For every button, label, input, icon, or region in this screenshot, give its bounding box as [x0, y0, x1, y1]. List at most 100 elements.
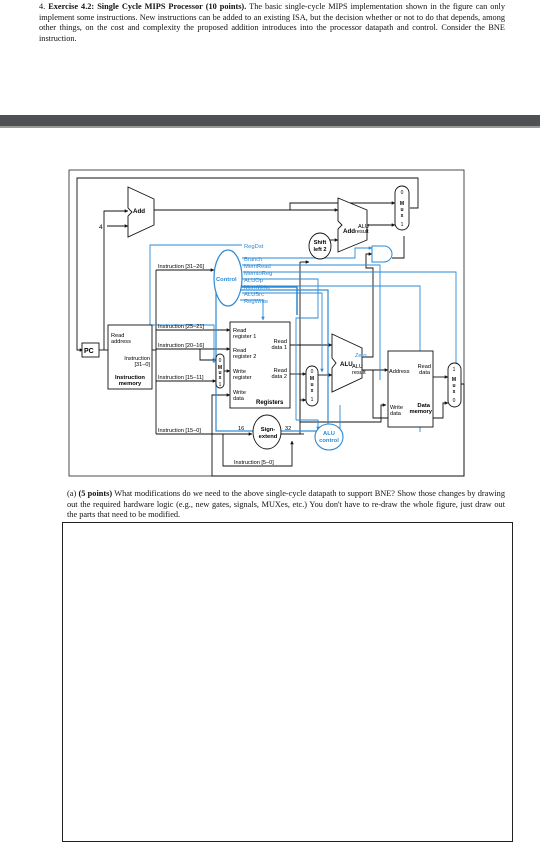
field-20-16: Instruction [20–16] [158, 343, 204, 349]
mux-top-x: x [401, 213, 404, 219]
part-a-text: What modifications do we need to the abo… [67, 489, 505, 520]
mux-letters: M u x 0 1 M u x 0 1 M u x 0 1 M u x 1 0 [218, 190, 456, 404]
reg-wdata-b: data [233, 396, 245, 402]
im-bits-label: [31–0] [134, 362, 150, 368]
dm-write-1: Write [390, 405, 403, 411]
dm-read-1: Read [418, 364, 431, 370]
dm-read-2: data [419, 370, 431, 376]
shift-left-2 [308, 232, 332, 260]
im-address-label: address [111, 339, 131, 345]
im-title-1: Instruction [115, 375, 145, 381]
signal-alusrc: ALUSrc [244, 292, 264, 298]
problem-title: Exercise 4.2: Single Cycle MIPS Processo… [48, 2, 247, 11]
problem-body: The basic single-cycle MIPS implementati… [39, 2, 506, 43]
problem-number: 4. [39, 2, 46, 11]
mux-top-1: 1 [401, 222, 404, 228]
answer-box[interactable] [62, 522, 513, 842]
sign-label-2: extend [259, 434, 278, 440]
field-31-26: Instruction [31–26] [158, 264, 204, 270]
reg-write-a: Write [233, 369, 246, 375]
sign-extend [252, 414, 282, 450]
reg-rdata2-a: Read [274, 368, 287, 374]
memtoreg-mux [447, 362, 462, 408]
dm-address: Address [389, 369, 410, 375]
mux-as-m: M [310, 376, 314, 382]
mux-rd-u: u [218, 370, 221, 376]
alu-label: ALU [340, 361, 353, 368]
reg-rdata1-a: Read [274, 339, 287, 345]
mux-mr-u: u [452, 383, 455, 389]
branch-alu-label: ALU [358, 224, 369, 230]
alu-control-2: control [319, 438, 339, 444]
sign-label-1: Sign- [261, 427, 276, 433]
pc-adder-label: Add [133, 208, 145, 215]
reg-read1-a: Read [233, 328, 246, 334]
field-15-11: Instruction [15–11] [158, 375, 204, 381]
control-unit [213, 249, 243, 307]
alu-result-2: result [352, 370, 366, 376]
im-title-2: memory [119, 381, 142, 387]
reg-rdata2-b: data 2 [271, 374, 287, 380]
shift-label-1: Shift [314, 240, 327, 246]
mux-as-1: 1 [311, 397, 314, 403]
regdst-mux [215, 353, 225, 389]
reg-write-b: register [233, 375, 252, 381]
const-four: 4 [99, 224, 103, 231]
signal-memread: MemRead [244, 264, 271, 270]
reg-read2-b: register 2 [233, 354, 256, 360]
control-signal-labels: RegDst Branch MemRead MemtoReg ALUOp Mem… [244, 244, 272, 305]
alu-control-1: ALU [323, 431, 335, 437]
mux-mr-m: M [452, 377, 456, 383]
branch-adder-label: Add [343, 228, 355, 235]
svg-text:Sign-extend: Sign-extend [259, 427, 278, 440]
instruction-memory [107, 324, 153, 390]
mux-top-u: u [400, 207, 403, 213]
part-a-question: (a) (5 points) What modifications do we … [67, 489, 505, 521]
alu-zero: Zero [355, 353, 367, 359]
pc-source-mux [394, 185, 410, 231]
reg-read1-b: register 1 [233, 334, 256, 340]
reg-read2-a: Read [233, 348, 246, 354]
branch-result-label: result [355, 229, 369, 235]
alu-control [314, 423, 344, 451]
problem-statement: 4. Exercise 4.2: Single Cycle MIPS Proce… [39, 2, 505, 44]
dm-write-2: data [390, 411, 402, 417]
branch-adder [337, 197, 368, 253]
signal-regwrite: RegWrite [244, 299, 268, 305]
pc-register [81, 342, 100, 358]
alu-result-1: ALU [352, 364, 363, 370]
data-memory [387, 350, 434, 428]
mux-rd-m: M [218, 365, 222, 371]
mux-as-x: x [311, 388, 314, 394]
separator-band [0, 115, 540, 126]
signal-aluop: ALUOp [244, 278, 263, 284]
reg-wdata-a: Write [233, 390, 246, 396]
mux-mr-0: 0 [453, 398, 456, 404]
part-a-label: (a) [67, 489, 77, 498]
mux-mr-x: x [453, 389, 456, 395]
signal-memtoreg: MemtoReg [244, 271, 272, 277]
im-read-label: Read [111, 333, 124, 339]
mux-top-m: M [400, 201, 404, 207]
main-alu [331, 333, 363, 393]
part-a-points: (5 points) [78, 489, 113, 498]
mux-top-0: 0 [401, 190, 404, 196]
pc-adder [127, 186, 155, 238]
bits-32: 32 [285, 426, 291, 432]
mux-mr-1: 1 [453, 367, 456, 373]
registers-title: Registers [256, 400, 284, 406]
register-file [229, 321, 291, 409]
alusrc-mux [305, 365, 319, 407]
